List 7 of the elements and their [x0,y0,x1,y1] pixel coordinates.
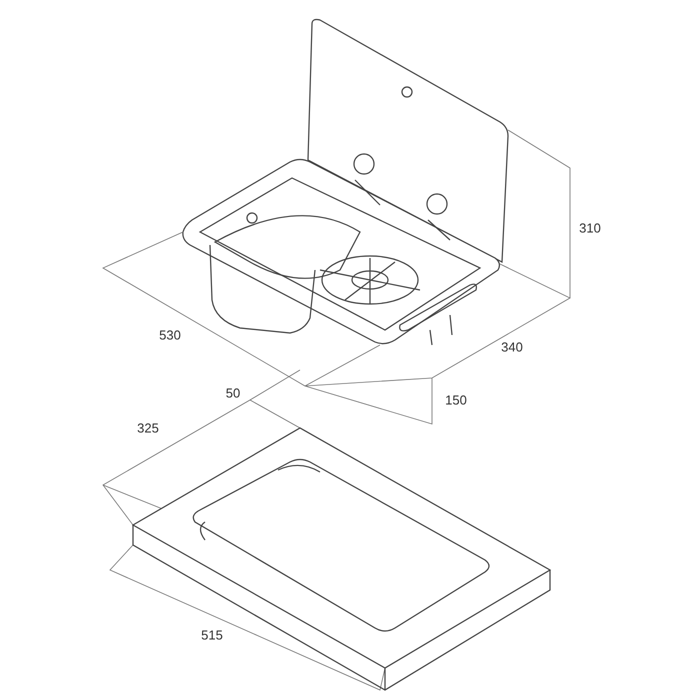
dimension-label: 530 [159,328,181,342]
dimension-label: 310 [579,220,601,236]
dimension-label: 515 [201,628,223,642]
dimension-label: 340 [501,340,523,354]
dimension-label: 325 [137,420,159,436]
dimension-label: 50 [226,386,240,400]
dimension-label: 150 [445,392,467,408]
